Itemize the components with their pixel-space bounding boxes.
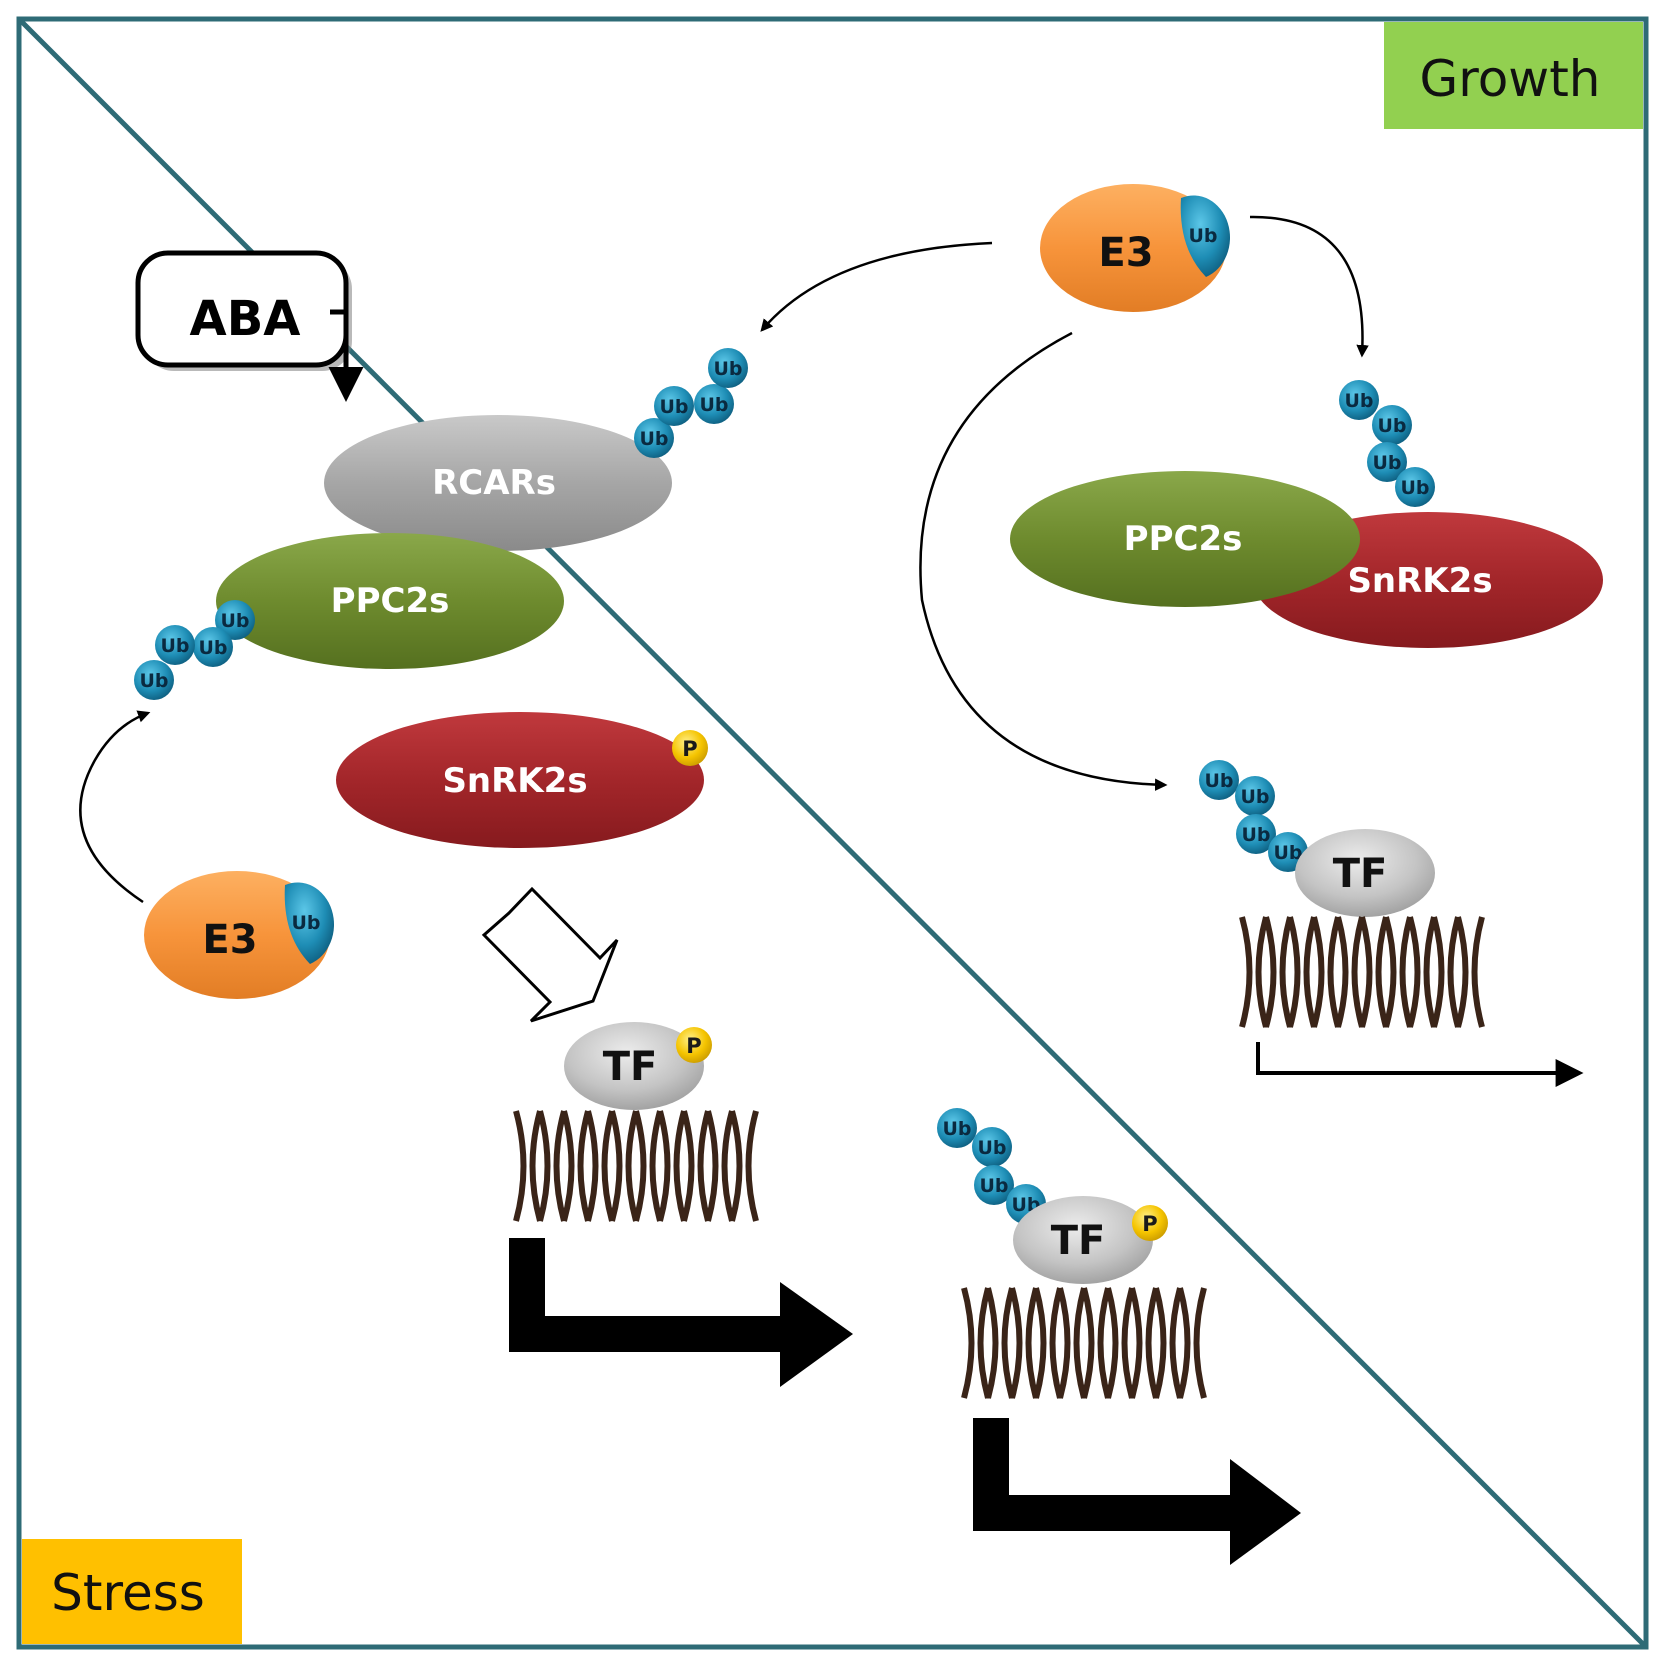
svg-text:Ub: Ub — [942, 1118, 971, 1140]
svg-text:Ub: Ub — [1273, 842, 1302, 864]
svg-text:SnRK2s: SnRK2s — [442, 761, 587, 801]
svg-text:Ub: Ub — [1377, 415, 1406, 437]
svg-text:SnRK2s: SnRK2s — [1347, 561, 1492, 601]
transcription-arrow-boundary-head — [1230, 1459, 1301, 1565]
stress-region-label: Stress — [22, 1539, 242, 1644]
tf-growth: TF — [1295, 829, 1435, 917]
svg-text:Ub: Ub — [1240, 786, 1269, 808]
svg-text:Ub: Ub — [699, 394, 728, 416]
svg-text:TF: TF — [1333, 851, 1388, 897]
svg-text:Growth: Growth — [1420, 50, 1601, 108]
activation-hollow-arrow — [481, 886, 619, 1023]
e3-ligase-stress: E3 Ub — [144, 871, 335, 999]
tf-boundary: TF — [1013, 1196, 1153, 1284]
svg-text:Stress: Stress — [51, 1564, 205, 1622]
svg-text:Ub: Ub — [639, 428, 668, 450]
svg-text:ABA: ABA — [190, 291, 301, 347]
svg-text:Ub: Ub — [198, 637, 227, 659]
svg-text:PPC2s: PPC2s — [1124, 519, 1243, 559]
ubiquitin-chain-rcars: Ub Ub Ub Ub — [634, 348, 748, 458]
svg-text:TF: TF — [1051, 1218, 1106, 1264]
e3-ligase-growth: E3 Ub — [1040, 184, 1231, 312]
svg-text:Ub: Ub — [139, 670, 168, 692]
svg-text:E3: E3 — [1098, 230, 1153, 276]
phosphate-snrk2s: P — [672, 730, 708, 766]
svg-text:Ub: Ub — [1400, 477, 1429, 499]
svg-text:P: P — [686, 1034, 701, 1058]
svg-text:Ub: Ub — [1204, 770, 1233, 792]
svg-text:E3: E3 — [202, 917, 257, 963]
svg-text:PPC2s: PPC2s — [331, 581, 450, 621]
svg-text:Ub: Ub — [1372, 452, 1401, 474]
transcription-arrow-boundary-shaft — [973, 1418, 1245, 1531]
svg-text:Ub: Ub — [1241, 824, 1270, 846]
ubiquitin-chain-snrk2s-growth: Ub Ub Ub Ub — [1339, 380, 1435, 507]
svg-text:Ub: Ub — [713, 358, 742, 380]
svg-text:Ub: Ub — [979, 1175, 1008, 1197]
ubiquitin-chain-ppc2s: Ub Ub Ub Ub — [134, 600, 255, 700]
transcription-arrow-stress-shaft — [509, 1238, 798, 1352]
transcription-arrow-growth — [1256, 1042, 1584, 1087]
aba-to-rcars-arrow — [328, 309, 364, 402]
snrk2s-protein-stress: SnRK2s — [336, 712, 704, 848]
svg-text:P: P — [682, 737, 697, 761]
e3-to-tf-growth-arrow — [919, 331, 1168, 791]
phosphate-tf-boundary: P — [1132, 1205, 1168, 1241]
svg-text:Ub: Ub — [1188, 225, 1217, 247]
svg-text:Ub: Ub — [659, 396, 688, 418]
aba-box: ABA — [135, 250, 352, 371]
tf-stress: TF — [564, 1022, 704, 1110]
ppc2s-protein-stress: PPC2s — [216, 533, 564, 669]
e3-to-rcars-arrow — [760, 241, 993, 332]
svg-text:P: P — [1142, 1212, 1157, 1236]
svg-text:Ub: Ub — [220, 610, 249, 632]
svg-text:RCARs: RCARs — [432, 463, 556, 503]
transcription-arrow-stress-head — [780, 1282, 853, 1387]
ubiquitin-chain-tf-growth: Ub Ub Ub Ub — [1199, 760, 1308, 872]
svg-text:Ub: Ub — [160, 635, 189, 657]
svg-text:Ub: Ub — [291, 912, 320, 934]
ppc2s-protein-growth: PPC2s — [1010, 471, 1360, 607]
rcars-protein-stress: RCARs — [324, 415, 672, 551]
phosphate-tf-stress: P — [676, 1027, 712, 1063]
svg-text:Ub: Ub — [1344, 390, 1373, 412]
growth-region-label: Growth — [1384, 22, 1643, 129]
svg-text:TF: TF — [603, 1044, 658, 1090]
svg-text:Ub: Ub — [977, 1137, 1006, 1159]
e3-to-ppc2s-arrow — [79, 710, 151, 904]
e3-to-snrk2s-arrow — [1249, 215, 1369, 358]
